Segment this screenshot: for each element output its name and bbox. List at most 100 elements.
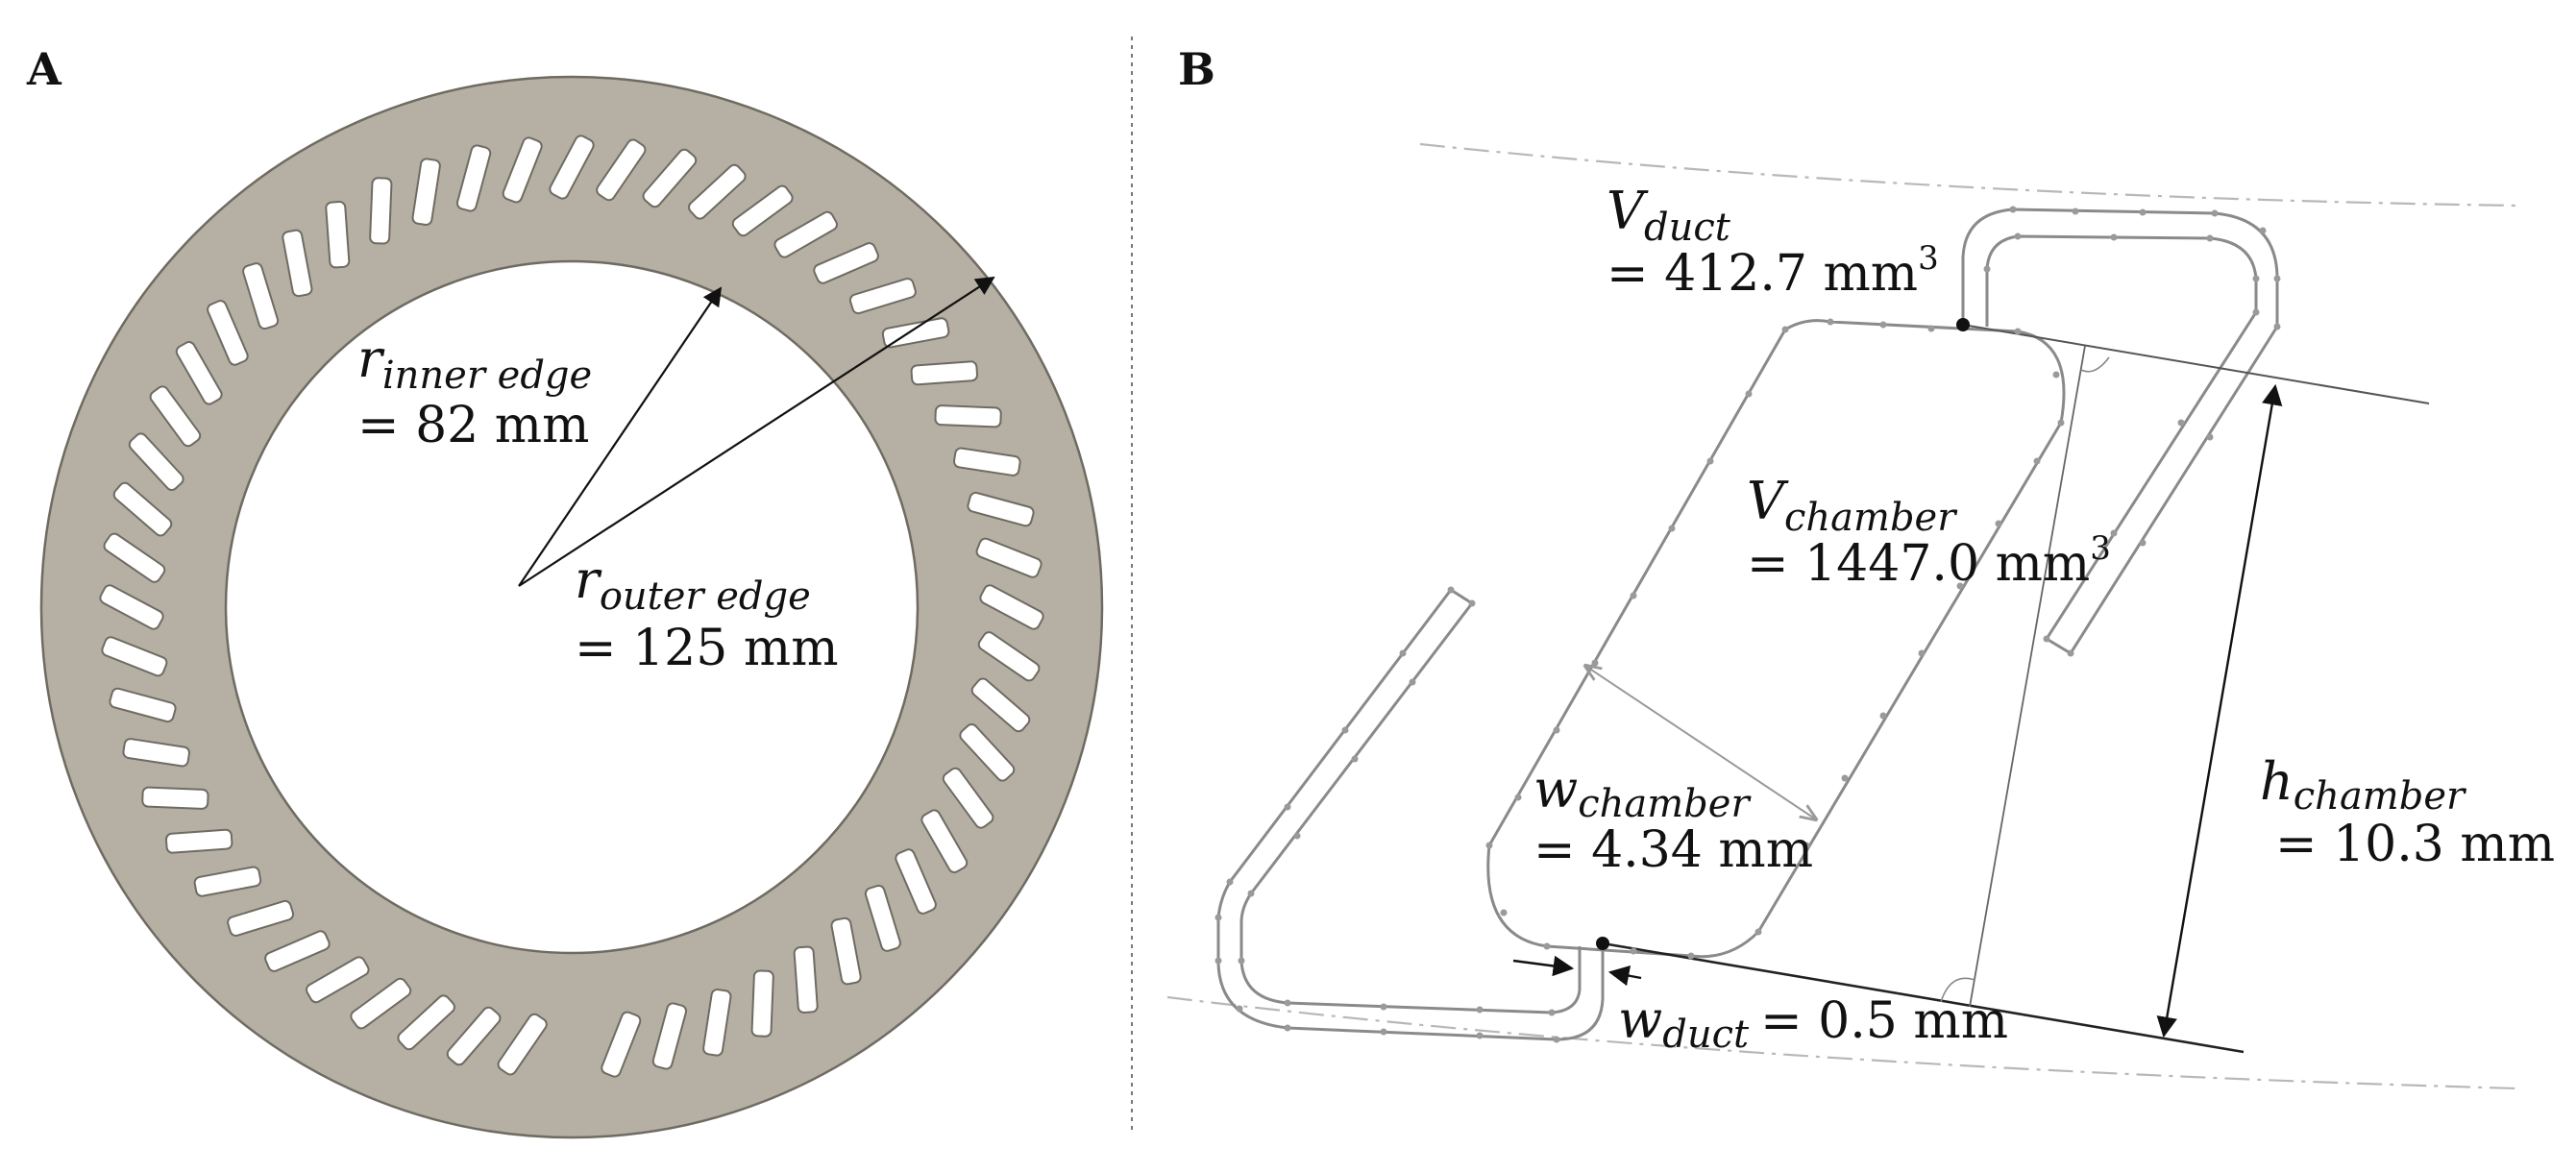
construction-point <box>1500 909 1508 916</box>
construction-point <box>1543 942 1551 950</box>
cooling-slot <box>702 989 732 1057</box>
cooling-slot <box>411 158 441 226</box>
svg-text:= 4.34 mm: = 4.34 mm <box>1533 821 1813 879</box>
w-duct-arrow-right <box>1607 965 1642 987</box>
cooling-slot <box>942 767 994 829</box>
cooling-slot <box>596 138 647 202</box>
svg-text:= 1447.0 mm3: = 1447.0 mm3 <box>1747 529 2111 593</box>
cooling-slot <box>977 631 1041 682</box>
construction-point <box>1781 326 1789 333</box>
construction-point <box>1803 842 1810 849</box>
cooling-slot <box>750 969 774 1038</box>
svg-text:Vchamber: Vchamber <box>1747 471 1958 540</box>
cooling-slot <box>122 738 190 768</box>
cooling-slot <box>864 884 901 952</box>
construction-point <box>1380 1003 1387 1011</box>
right-angle-mark-top <box>2080 356 2110 373</box>
cooling-slot <box>164 828 233 854</box>
cooling-slot <box>446 1006 502 1066</box>
svg-text:rinner edge: rinner edge <box>357 329 592 398</box>
cooling-slot <box>103 532 166 583</box>
construction-point <box>1995 520 2002 527</box>
construction-point <box>2139 208 2147 216</box>
cooling-slot <box>549 134 595 200</box>
construction-point <box>1284 999 1291 1007</box>
construction-point <box>2206 433 2214 441</box>
cooling-slot <box>193 866 262 897</box>
duct-junction-top <box>1956 318 1970 331</box>
cooling-slot <box>651 1002 688 1070</box>
r-inner-label: rinner edge = 82 mm <box>357 329 592 454</box>
cooling-slot <box>934 404 1002 428</box>
construction-points <box>1214 206 2281 1043</box>
cooling-slot <box>109 687 177 723</box>
duct-junction-bottom <box>1596 937 1609 950</box>
construction-point <box>2177 419 2185 427</box>
construction-point <box>1754 928 1762 936</box>
svg-text:router edge: router edge <box>575 550 811 619</box>
cooling-slot <box>149 385 202 448</box>
panel-b-label: B <box>1178 43 1215 95</box>
cooling-slot <box>895 848 937 915</box>
construction-point <box>2139 539 2147 547</box>
panel-a: A rinner edge = 82 mm router edge = 125 … <box>26 43 1104 1139</box>
construction-point <box>1476 1006 1484 1014</box>
cooling-slot <box>242 262 280 330</box>
w-chamber-arrow <box>1585 666 1816 819</box>
construction-point <box>1553 726 1560 734</box>
construction-point <box>1553 1036 1560 1043</box>
construction-point <box>2206 234 2214 242</box>
w-duct-label: wduct= 0.5 mm <box>1618 990 2008 1057</box>
construction-point <box>1293 832 1301 840</box>
svg-text:Vduct: Vduct <box>1607 181 1731 250</box>
construction-point <box>2009 206 2017 213</box>
construction-point <box>1548 1009 1556 1016</box>
cooling-slot <box>793 945 819 1014</box>
construction-point <box>1447 586 1455 594</box>
construction-point <box>1956 582 1964 590</box>
construction-point <box>1514 794 1522 801</box>
construction-point <box>2067 649 2074 657</box>
cooling-slot <box>979 584 1044 630</box>
cooling-slots <box>99 134 1044 1078</box>
cooling-slot <box>601 1011 642 1078</box>
construction-point <box>2252 275 2260 282</box>
construction-point <box>2033 457 2041 465</box>
construction-point <box>1284 803 1291 811</box>
cooling-slot <box>350 977 412 1030</box>
construction-point <box>1468 599 1476 607</box>
panel-b: B Vduct = 412.7 mm3 <box>1166 43 2555 1090</box>
cooling-slot <box>910 360 979 386</box>
cooling-slot <box>502 136 543 204</box>
construction-point <box>1226 878 1234 886</box>
v-chamber-label: Vchamber = 1447.0 mm3 <box>1747 471 2111 593</box>
cooling-slot <box>175 341 223 405</box>
cooling-slot <box>99 584 164 630</box>
construction-point <box>1630 947 1637 955</box>
top-duct <box>1961 208 2279 656</box>
construction-point <box>1668 525 1676 532</box>
top-reference-line <box>1962 324 2430 404</box>
cooling-slot <box>497 1013 548 1076</box>
cooling-slot <box>128 432 184 491</box>
cooling-slot <box>207 300 249 366</box>
svg-text:= 82 mm: = 82 mm <box>357 397 589 454</box>
construction-point <box>2273 323 2281 330</box>
construction-point <box>1706 457 1714 465</box>
construction-point <box>2211 209 2219 217</box>
r-outer-label: router edge = 125 mm <box>575 550 839 677</box>
construction-point <box>2110 233 2118 241</box>
cooling-slot <box>970 677 1031 733</box>
construction-point <box>1485 842 1493 849</box>
construction-point <box>1236 1005 1243 1013</box>
cooling-slot <box>282 229 313 298</box>
cooling-slot <box>830 916 862 986</box>
w-duct-arrow-left <box>1512 955 1575 977</box>
cooling-slot <box>306 956 370 1004</box>
construction-point <box>2273 275 2281 282</box>
construction-point <box>2110 529 2118 537</box>
panel-a-label: A <box>26 43 62 95</box>
cooling-slot <box>227 899 295 937</box>
construction-point <box>1927 325 1935 332</box>
